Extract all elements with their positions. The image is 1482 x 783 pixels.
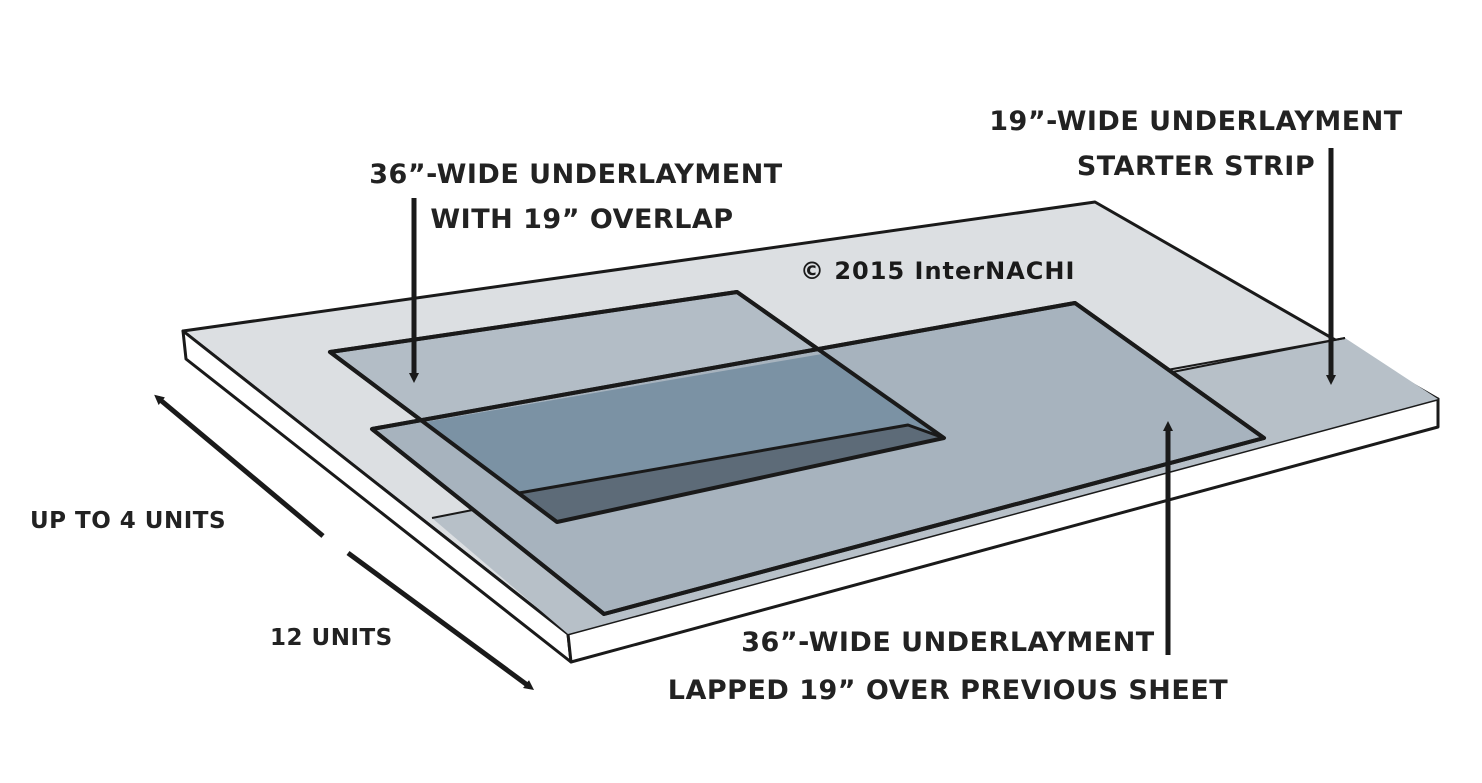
label-lower-sheet-line2: LAPPED 19” OVER PREVIOUS SHEET [668, 675, 1229, 706]
label-starter-strip-line2: STARTER STRIP [1077, 151, 1315, 182]
label-length-dimension: 12 UNITS [270, 625, 393, 651]
lower-sheet-outline [370, 301, 1266, 616]
roof-deck-right-edge [566, 397, 1440, 664]
starter-strip-divider [1166, 337, 1346, 371]
label-lower-sheet-line1: 36”-WIDE UNDERLAYMENT [741, 627, 1155, 658]
overlap-region [425, 354, 944, 522]
copyright-text: © 2015 InterNACHI [800, 257, 1075, 285]
upper-sheet-outline [328, 290, 946, 524]
label-width-dimension: UP TO 4 UNITS [30, 508, 226, 534]
label-upper-sheet-line1: 36”-WIDE UNDERLAYMENT [369, 159, 783, 190]
label-upper-sheet-line2: WITH 19” OVERLAP [430, 204, 733, 235]
dimension-arrow-lower [346, 550, 535, 690]
dimension-arrow-upper [154, 394, 325, 538]
label-starter-strip-line1: 19”-WIDE UNDERLAYMENT [989, 106, 1403, 137]
